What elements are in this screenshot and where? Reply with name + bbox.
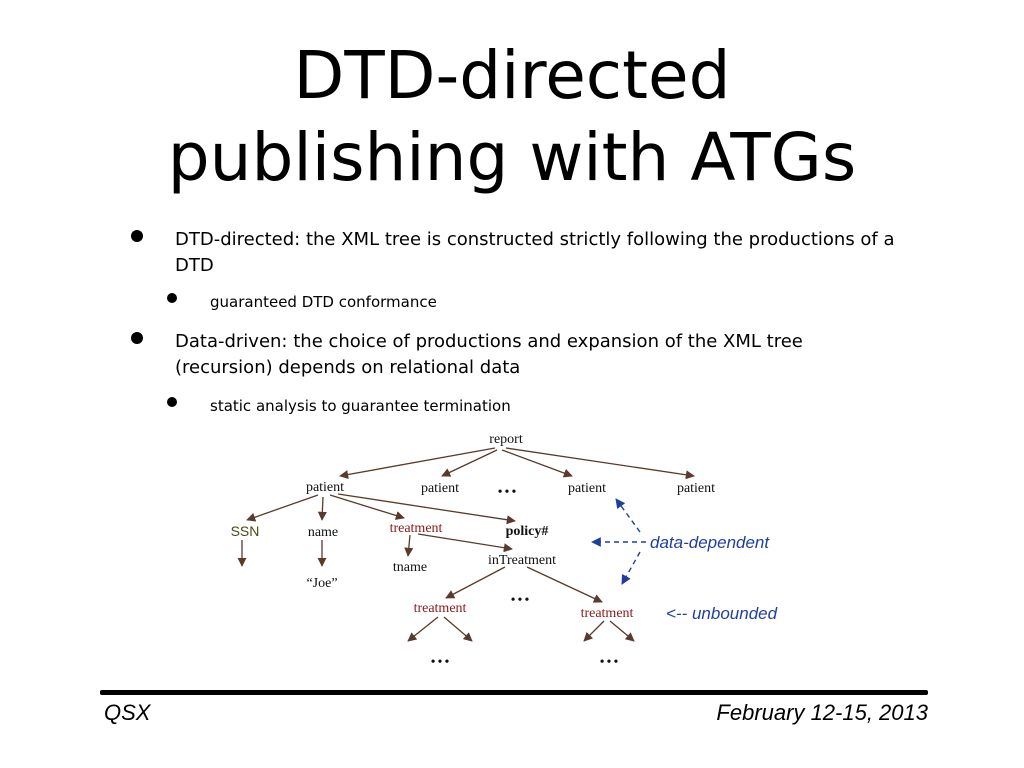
edge-treatment2-left [407, 616, 439, 642]
ellipsis-top: ••• [498, 485, 519, 500]
node-patient: patient [568, 481, 606, 496]
node-patient: patient [421, 481, 459, 496]
ellipsis-mid: ••• [511, 593, 532, 608]
ellipsis-left: ••• [431, 655, 452, 670]
annotation-arrows [591, 498, 646, 585]
edge-treatment-tname [404, 534, 414, 557]
slide-title: DTD-directed publishing with ATGs [0, 35, 1024, 199]
bullet-dot [131, 332, 143, 344]
edge-patient-policy [337, 493, 516, 525]
node-treatment: treatment [581, 606, 634, 621]
edge-treatment-intreatment [417, 533, 513, 553]
node-joe-value: “Joe” [306, 576, 337, 591]
node-tname: tname [393, 560, 427, 575]
node-report: report [489, 432, 523, 447]
sub-bullet-dot [167, 293, 177, 303]
edge-report-patient2 [441, 449, 498, 477]
edge-patient-ssn [246, 494, 319, 522]
edge-report-patient4 [505, 447, 695, 480]
sub-bullet-item: guaranteed DTD conformance [210, 293, 437, 311]
title-line-2: publishing with ATGs [167, 119, 857, 196]
node-patient: patient [677, 481, 715, 496]
footer-left-label: QSX [104, 700, 151, 725]
edge-treatment3-right [609, 620, 635, 642]
edge-intreatment-treatment3 [526, 566, 603, 603]
tree-labels: report patient patient patient patient •… [231, 432, 716, 670]
node-patient: patient [306, 480, 344, 495]
edge-report-patient1 [339, 447, 496, 480]
node-ssn: SSN [231, 523, 260, 539]
sub-bullet-item: static analysis to guarantee termination [210, 397, 511, 415]
edge-intreatment-treatment2 [445, 566, 506, 599]
node-treatment: treatment [414, 601, 467, 616]
edge-treatment2-right [443, 616, 473, 642]
bullet-item: Data-driven: the choice of productions a… [175, 331, 803, 378]
footer-date: February 12-15, 2013 [716, 700, 928, 725]
sub-bullet-dot [167, 397, 177, 407]
ellipsis-right: ••• [600, 655, 621, 670]
edge-patient-name [317, 496, 327, 521]
node-policy: policy# [506, 524, 549, 539]
edge-patient-treatment [329, 494, 405, 520]
node-treatment: treatment [390, 521, 443, 536]
footer-divider [100, 690, 928, 695]
annotation-unbounded: <-- unbounded [666, 604, 778, 623]
bullet-dot [131, 230, 143, 242]
dashed-arrow-to-treatment [621, 551, 641, 585]
bullet-item: DTD-directed: the XML tree is constructe… [175, 229, 895, 276]
title-line-1: DTD-directed [293, 37, 731, 114]
bullet-list: DTD-directed: the XML tree is constructe… [131, 229, 895, 415]
annotations: data-dependent <-- unbounded [650, 533, 778, 623]
annotation-data-dependent: data-dependent [650, 533, 770, 552]
node-intreatment: inTreatment [488, 553, 556, 568]
tree-edges [237, 447, 695, 642]
dashed-arrow-to-patient [615, 498, 641, 533]
edge-treatment3-left [583, 620, 605, 642]
node-name: name [308, 525, 338, 540]
edge-report-patient3 [501, 449, 573, 478]
